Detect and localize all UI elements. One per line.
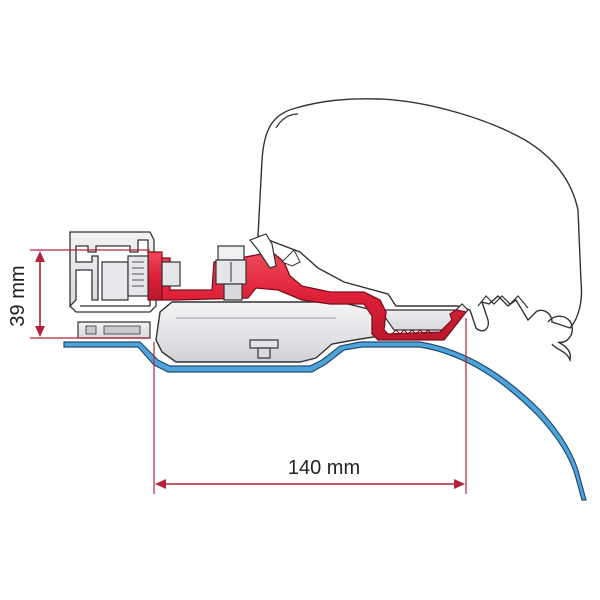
bracket-serration [391, 329, 433, 335]
bracket-notch [281, 249, 301, 267]
awning-bolt [249, 233, 277, 269]
awning-hook [547, 315, 573, 363]
vehicle-roof [63, 341, 587, 501]
width-label: 140 mm [288, 457, 360, 479]
awning-cassette [257, 98, 583, 332]
base-screw [249, 339, 279, 359]
rail-clamp [127, 251, 181, 301]
height-label: 39 mm [7, 265, 29, 326]
adapter-base [155, 301, 381, 363]
width-dimension: 140 mm [153, 318, 467, 494]
awning-lower-detail [477, 295, 529, 309]
awning-inner-line [275, 113, 299, 129]
height-dimension: 39 mm [7, 249, 150, 339]
bracket-bolt [215, 245, 247, 301]
